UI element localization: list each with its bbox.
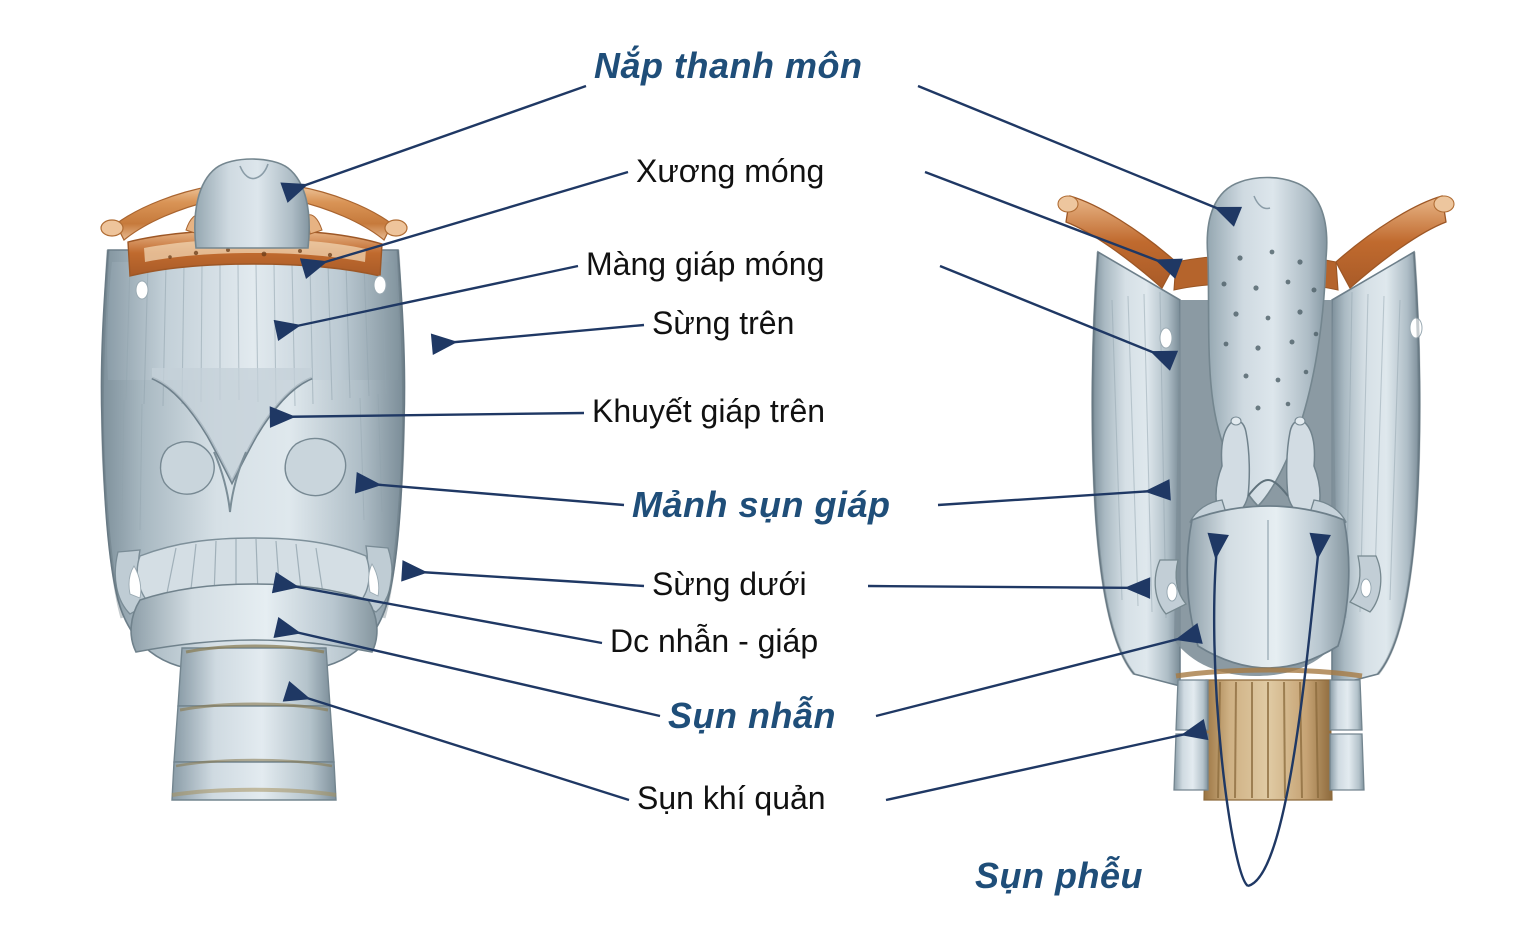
label-superior-thyroid-notch: Khuyết giáp trên [592,393,826,429]
label-epiglottis: Nắp thanh môn [594,45,863,86]
leader-thyrohyoid-membrane-left [273,264,579,342]
hyoid-horn-tip-right [384,219,408,237]
epiglottis-anterior [194,158,310,249]
leader-thyroid-lamina-right [937,479,1171,507]
label-cricoid-cartilage: Sụn nhẫn [668,695,836,736]
leader-lines [269,84,1243,802]
leader-tracheal-cartilage-right [885,718,1209,802]
label-thyrohyoid-membrane: Màng giáp móng [586,246,825,282]
hyoid-bone-pores [168,248,333,259]
shadow-right-edge [382,249,406,619]
label-arytenoid-cartilage: Sụn phễu [975,855,1143,896]
cricotracheal-junction [1175,667,1363,679]
tracheal-ring-end-right-2 [1329,733,1365,791]
cricothyroid-joint-gap-right [1360,578,1372,598]
label-hyoid-bone: Xương móng [636,153,825,189]
tracheal-ring-end-right-1 [1329,679,1363,731]
leader-superior-horn-left [430,323,645,355]
leader-thyrohyoid-membrane-right [939,264,1179,371]
leader-epiglottis-left [280,84,587,203]
leader-cricoid-cartilage-right [875,623,1203,718]
hyoid-horn-tip-posterior-left [1057,195,1079,213]
leader-hyoid-bone-right [924,170,1183,279]
shadow-left-edge-posterior [1091,251,1136,675]
leader-hyoid-bone-left [299,170,629,279]
cricothyroid-joint-gap-left [1166,582,1178,602]
leader-epiglottis-right [917,84,1243,227]
epiglottis-posterior-notch [1253,195,1271,210]
figure-anterior-larynx [100,158,408,801]
leader-arytenoid-right-branch [1247,532,1331,888]
tracheal-ring-3 [171,761,337,801]
interarytenoid-notch [1247,478,1289,497]
thyroid-foramen-right [373,275,387,295]
hyoid-horn-tip-posterior-right [1433,195,1455,213]
label-thyroid-lamina: Mảnh sụn giáp [632,484,891,525]
thyroid-midline-ridge [213,451,247,513]
shadow-right-edge-posterior [1376,251,1421,675]
label-inferior-horn: Sừng dưới [652,566,807,602]
cricothyroid-gap-left [128,565,142,599]
leader-arytenoid-left-branch [1207,532,1249,888]
leader-inferior-horn-left [401,560,645,588]
curved-leader-lines [1207,532,1331,888]
thyroid-foramen-posterior-right [1409,317,1423,339]
epiglottis-foramina [1221,249,1319,411]
corniculate-cartilage-right [1294,416,1306,426]
cricothyroid-gap-right [368,563,380,597]
trachea-posterior [1173,667,1365,801]
thyroid-lamina-posterior-left [1091,250,1181,688]
trachealis-fibers [1217,681,1319,799]
trachea-anterior [171,644,337,801]
epiglottis-notch [239,163,269,180]
cricoid-cartilage-arch [130,583,378,653]
label-tracheal-cartilage: Sụn khí quản [637,780,826,816]
leader-superior-thyroid-notch-left [269,406,585,428]
notch-fill [152,368,312,482]
leader-thyroid-lamina-left [354,472,625,507]
leader-cricoid-cartilage-left [273,616,661,718]
tracheal-groove-3 [175,758,333,768]
thyroid-foramen-posterior-left [1159,327,1173,349]
tracheal-ring-end-left-1 [1175,679,1209,731]
thyroid-foramen-left [135,280,149,300]
hyoid-horn-tip-left [100,219,124,237]
hyoid-horn-posterior-right [1335,195,1447,290]
figure-posterior-larynx [1057,176,1455,801]
tracheal-groove-1 [185,644,325,654]
thyroid-lamina-posterior-right [1331,250,1421,688]
thyroid-tubercle-right [284,437,347,497]
shadow-left-edge [100,249,124,619]
leader-cricothyroid-ligament-left [271,571,603,645]
tracheal-ring-2 [173,705,335,763]
thyroid-tubercle-left [159,441,215,495]
thyrohyoid-membrane-area [107,262,399,380]
leader-tracheal-cartilage-left [282,681,630,802]
tracheal-ring-end-left-2 [1173,733,1209,791]
trachea-cut-edge [171,787,337,797]
label-superior-horn: Sừng trên [652,305,795,341]
corniculate-cartilage-left [1230,416,1242,426]
tracheal-groove-2 [179,702,329,712]
label-cricothyroid-ligament: Dc nhẫn - giáp [610,623,819,659]
leader-inferior-horn-right [867,577,1151,599]
